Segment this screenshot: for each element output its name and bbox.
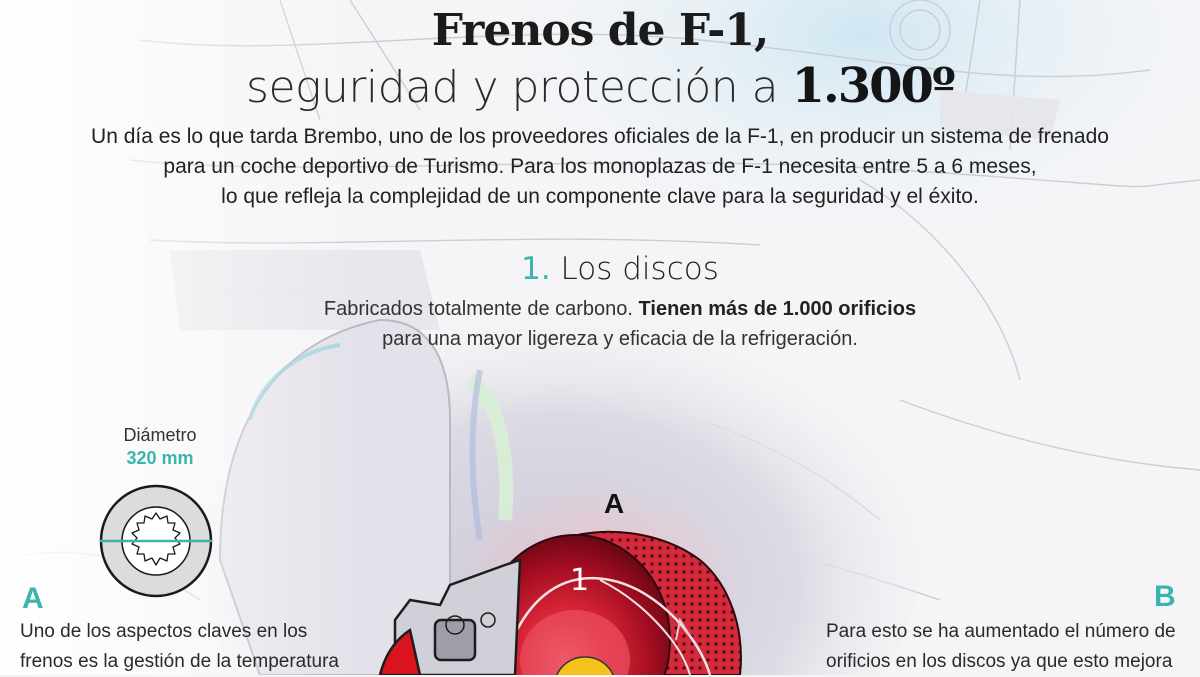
- section-description: Fabricados totalmente de carbono. Tienen…: [0, 294, 1200, 354]
- desc-plain: Fabricados totalmente de carbono.: [323, 298, 639, 320]
- intro-line: Un día es lo que tarda Brembo, uno de lo…: [91, 125, 1109, 148]
- note-marker-a: A: [22, 582, 44, 615]
- note-line: Uno de los aspectos claves en los: [20, 621, 308, 642]
- note-line: frenos es la gestión de la temperatura: [20, 651, 339, 672]
- section-heading: 1. Los discos: [0, 250, 1200, 288]
- page-subtitle: seguridad y protección a 1.300º: [0, 56, 1200, 118]
- desc-bold: Tienen más de 1.000 orificios: [638, 298, 917, 320]
- subtitle-light-text: seguridad y protección a: [246, 62, 792, 113]
- note-b-text: Para esto se ha aumentado el número de o…: [826, 617, 1176, 677]
- illustration-marker-a: A: [604, 488, 625, 519]
- note-line: Para esto se ha aumentado el número de: [826, 621, 1176, 642]
- note-a-text: Uno de los aspectos claves en los frenos…: [20, 617, 339, 677]
- intro-line: para un coche deportivo de Turismo. Para…: [163, 155, 1037, 178]
- disc-number-label: 1: [570, 563, 589, 598]
- note-marker-b: B: [1154, 580, 1176, 613]
- intro-paragraph: Un día es lo que tarda Brembo, uno de lo…: [0, 122, 1200, 212]
- diameter-label: Diámetro: [123, 425, 197, 445]
- page-title: Frenos de F-1,: [431, 5, 770, 56]
- brake-disc-icon: [98, 483, 214, 599]
- section-number: 1.: [521, 251, 551, 287]
- diameter-value: 320 mm: [126, 448, 194, 468]
- section-desc-line-1: Fabricados totalmente de carbono. Tienen…: [0, 294, 1200, 324]
- intro-line: lo que refleja la complejidad de un comp…: [221, 185, 979, 208]
- note-line: orificios en los discos ya que esto mejo…: [826, 651, 1173, 672]
- section-title: Los discos: [550, 251, 719, 287]
- subtitle-temperature: 1.300º: [791, 58, 956, 114]
- section-desc-line-2: para una mayor ligereza y eficacia de la…: [382, 328, 858, 350]
